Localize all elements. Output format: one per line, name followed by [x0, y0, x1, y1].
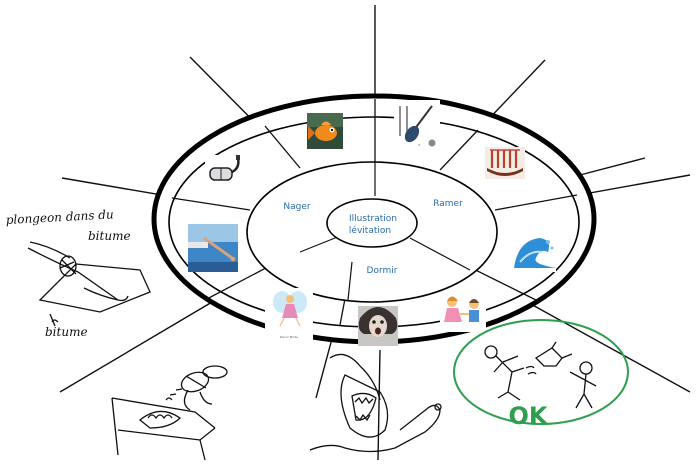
handwriting-plongeon: plongeon dans du	[5, 207, 114, 227]
children-image	[440, 292, 486, 332]
sketch-sleeping-fly	[111, 365, 228, 461]
sketch-fleeing-figures	[484, 341, 597, 409]
center-label-line2: lévitation	[349, 225, 391, 236]
handwriting-bitume: bitume	[45, 325, 88, 339]
fairy-image: Decor Mode	[265, 288, 313, 340]
rowing-boat-image	[485, 147, 525, 179]
label-nager: Nager	[283, 202, 310, 212]
band-line-tr	[439, 129, 479, 171]
label-ramer: Ramer	[433, 199, 463, 209]
radial-line-right-upper	[579, 157, 646, 176]
svg-text:✕: ✕	[418, 143, 421, 147]
fairy-caption: Decor Mode	[280, 335, 298, 339]
inner-line-bottom	[347, 261, 353, 301]
band-line-right	[494, 194, 578, 211]
scared-face-image	[358, 306, 398, 346]
center-label-line1: Illustration	[349, 214, 397, 224]
inner-line-left	[299, 235, 341, 253]
ok-green-oval	[453, 319, 629, 425]
paddle-image: ✕	[394, 100, 440, 150]
ok-label: OK	[509, 402, 549, 430]
sketch-screaming-face	[309, 353, 442, 453]
radial-line-bottom-center	[377, 349, 381, 461]
band-line-tl	[264, 125, 301, 169]
wave-image	[512, 232, 556, 272]
goldfish-image	[307, 113, 343, 149]
band-line-left	[171, 197, 251, 211]
snorkel-mask-image	[205, 155, 245, 188]
diver-image	[188, 224, 238, 272]
inner-line-right	[409, 237, 471, 271]
sketch-bitumen-dive	[27, 241, 151, 327]
handwriting-plongeon-bitume: bitume	[88, 229, 131, 243]
label-dormir: Dormir	[367, 266, 398, 276]
center-ellipse	[326, 198, 418, 248]
